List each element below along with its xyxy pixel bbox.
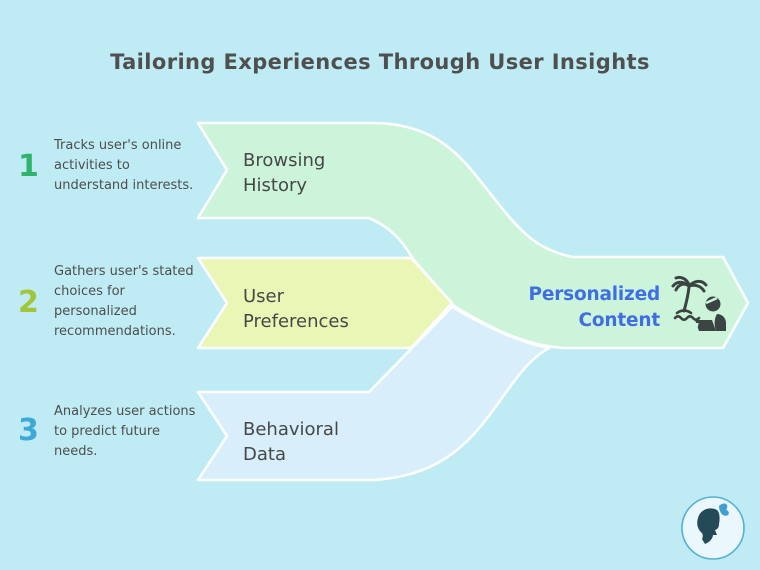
step-3-description: Analyzes user actions to predict future … [54, 404, 196, 459]
preferences-band-shape [196, 256, 454, 350]
step-3-number: 3 [18, 413, 39, 448]
step-1-number: 1 [18, 149, 39, 184]
step-2-description: Gathers user's stated choices for person… [54, 264, 194, 339]
workation-palm-laptop-icon [668, 272, 732, 340]
browsing-history-label: Browsing History [243, 150, 326, 196]
butterfly-icon [719, 503, 729, 516]
personalized-content-label: Personalized Content [528, 284, 661, 331]
browsing-and-merged-band-shape [196, 121, 750, 350]
step-2-number: 2 [18, 285, 39, 320]
step-1-description: Tracks user's online activities to under… [54, 138, 194, 193]
user-preferences-label: User Preferences [243, 286, 349, 332]
woman-butterfly-logo [679, 494, 747, 566]
woman-head-silhouette [697, 508, 720, 544]
page-title: Tailoring Experiences Through User Insig… [110, 50, 650, 74]
behavioral-data-label: Behavioral Data [243, 419, 339, 465]
